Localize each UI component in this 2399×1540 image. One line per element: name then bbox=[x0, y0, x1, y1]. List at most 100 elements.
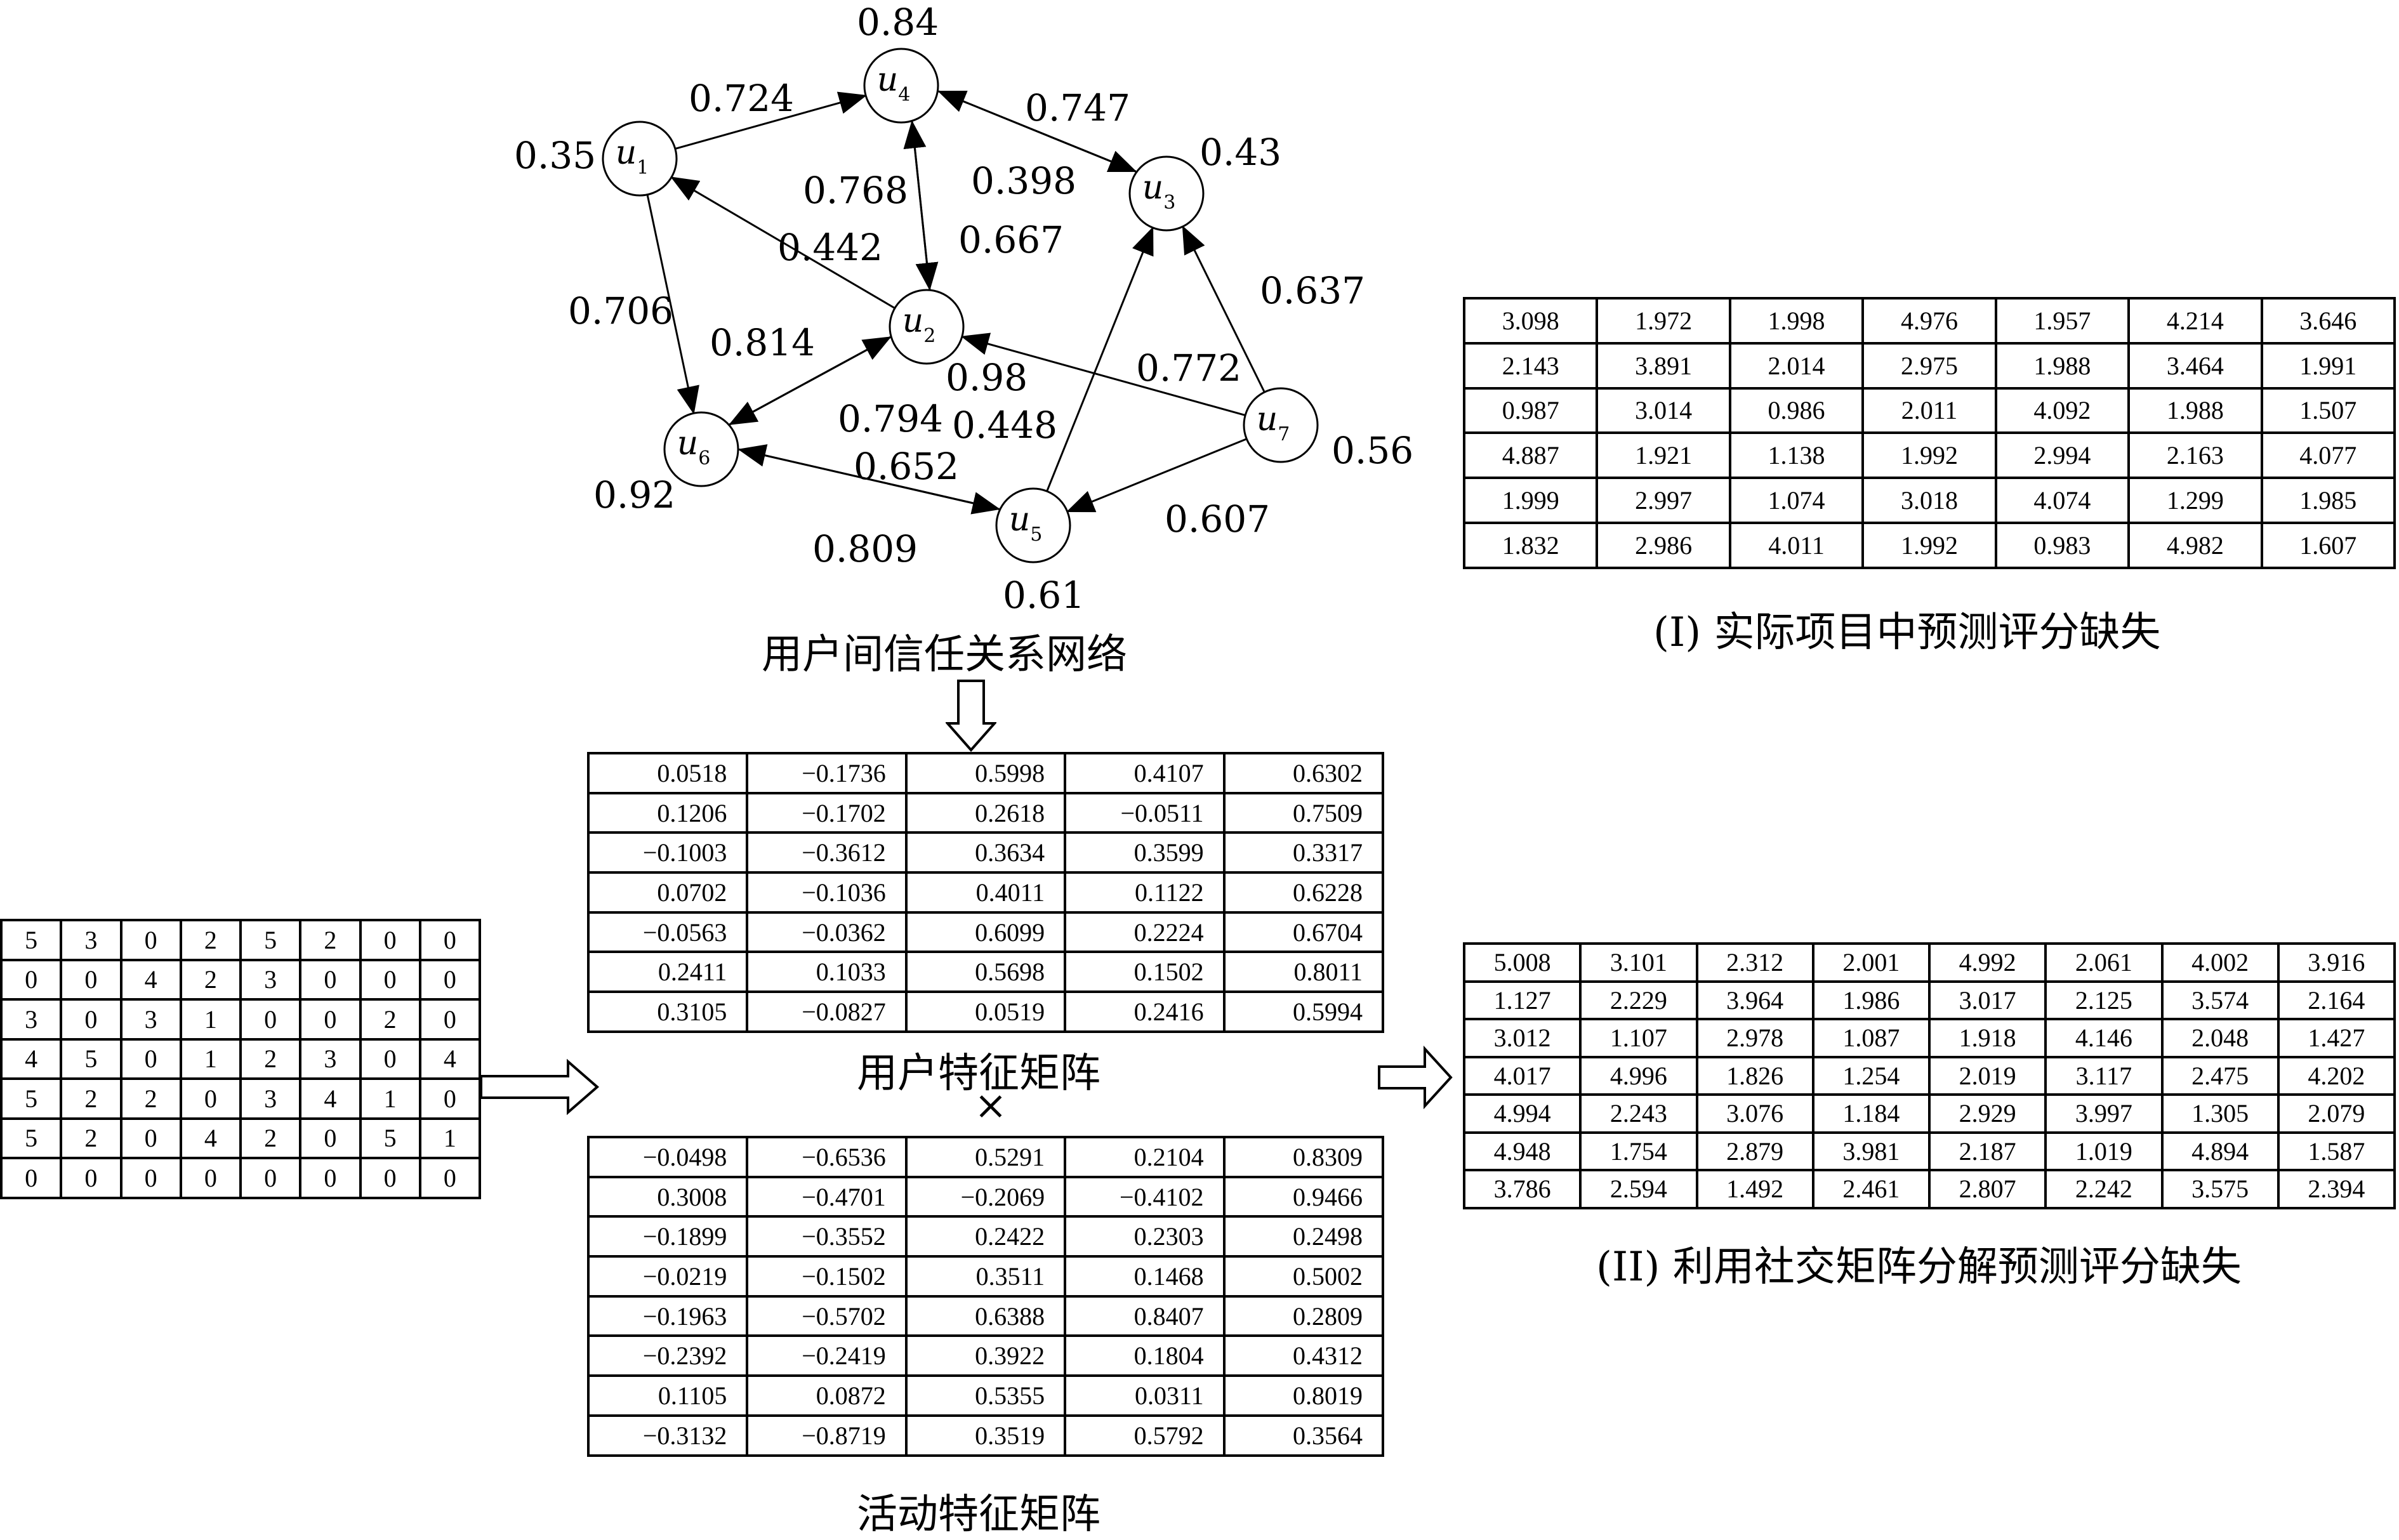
matrix-cell: 0.2303 bbox=[1064, 1215, 1226, 1258]
node-u1 bbox=[602, 121, 678, 197]
matrix-cell: 0 bbox=[179, 1077, 242, 1120]
edge-u2-u4 bbox=[903, 120, 931, 290]
matrix-cell: −0.1036 bbox=[746, 871, 908, 914]
matrix-cell: 0.8309 bbox=[1222, 1136, 1385, 1178]
matrix-cell: 5 bbox=[60, 1037, 122, 1080]
matrix-cell: 3 bbox=[0, 998, 63, 1041]
matrix-cell: −0.3132 bbox=[586, 1414, 749, 1457]
node-weight-label: 0.92 bbox=[593, 473, 675, 517]
matrix-cell: 0.983 bbox=[1994, 521, 2131, 569]
matrix-cell: 4.092 bbox=[1994, 386, 2131, 435]
matrix-cell: 2.019 bbox=[1927, 1055, 2047, 1096]
matrix-cell: −0.3612 bbox=[746, 831, 908, 874]
matrix-cell: −0.1702 bbox=[746, 791, 908, 834]
matrix-cell: −0.1736 bbox=[746, 752, 908, 794]
node-label: u2 bbox=[902, 302, 936, 347]
matrix-cell: 1 bbox=[179, 1037, 242, 1080]
node-weight-label: 0.56 bbox=[1332, 429, 1413, 472]
matrix-cell: 4 bbox=[0, 1037, 63, 1080]
matrix-cell: 5 bbox=[0, 919, 63, 961]
matrix-cell: 3 bbox=[239, 958, 302, 1001]
matrix-cell: 0.2618 bbox=[904, 791, 1067, 834]
matrix-cell: 2.061 bbox=[2044, 942, 2164, 983]
matrix-cell: 0.2498 bbox=[1222, 1215, 1385, 1258]
matrix-cell: 3.997 bbox=[2044, 1093, 2164, 1134]
matrix-cell: 1.972 bbox=[1596, 297, 1731, 345]
matrix-cell: 5 bbox=[0, 1117, 63, 1159]
matrix-cell: 0.6099 bbox=[904, 911, 1067, 954]
matrix-cell: 1.988 bbox=[2127, 386, 2263, 435]
matrix-cell: −0.2419 bbox=[746, 1334, 908, 1378]
matrix-cell: 1.918 bbox=[1927, 1018, 2047, 1058]
matrix-cell: 0 bbox=[418, 1077, 482, 1120]
matrix-cell: 2.807 bbox=[1927, 1169, 2047, 1209]
matrix-cell: 1.991 bbox=[2260, 341, 2396, 390]
edge-weight-label: 0.809 bbox=[812, 527, 918, 570]
matrix-cell: 2.975 bbox=[1861, 341, 1997, 390]
matrix-cell: 4 bbox=[119, 958, 182, 1001]
matrix-cell: 1.999 bbox=[1462, 477, 1599, 524]
matrix-cell: 0 bbox=[299, 958, 362, 1001]
matrix-cell: 2.929 bbox=[1927, 1093, 2047, 1134]
matrix-cell: −0.2069 bbox=[904, 1175, 1067, 1218]
matrix-cell: −0.0563 bbox=[586, 911, 749, 954]
matrix-cell: 3.017 bbox=[1927, 980, 2047, 1020]
matrix-cell: 1.986 bbox=[1811, 980, 1931, 1020]
matrix-cell: 1.427 bbox=[2277, 1018, 2396, 1058]
matrix-cell: 0 bbox=[239, 998, 302, 1041]
matrix-cell: 4.074 bbox=[1994, 477, 2131, 524]
matrix-cell: 2.997 bbox=[1596, 477, 1731, 524]
matrix-cell: 0.1105 bbox=[586, 1374, 749, 1417]
matrix-cell: 0.2422 bbox=[904, 1215, 1067, 1258]
matrix-cell: 4.982 bbox=[2127, 521, 2263, 569]
matrix-cell: −0.1502 bbox=[746, 1255, 908, 1298]
matrix-cell: 0 bbox=[60, 1157, 122, 1199]
matrix-cell: 0.986 bbox=[1728, 386, 1865, 435]
matrix-cell: 1.184 bbox=[1811, 1093, 1931, 1134]
matrix-cell: 0.6228 bbox=[1222, 871, 1385, 914]
matrix-cell: 0.5792 bbox=[1064, 1414, 1226, 1457]
matrix-cell: 0 bbox=[60, 958, 122, 1001]
matrix-cell: 2.461 bbox=[1811, 1169, 1931, 1209]
matrix-cell: 0.1468 bbox=[1064, 1255, 1226, 1298]
node-u5 bbox=[995, 487, 1071, 563]
matrix-cell: 0.3105 bbox=[586, 990, 749, 1033]
node-u6 bbox=[663, 411, 739, 487]
matrix-cell: 0 bbox=[359, 919, 421, 961]
edge-weight-label: 0.607 bbox=[1165, 497, 1270, 541]
matrix-cell: 1.074 bbox=[1728, 477, 1865, 524]
matrix-cell: 3.464 bbox=[2127, 341, 2263, 390]
matrix-cell: 1.754 bbox=[1579, 1131, 1698, 1171]
matrix-cell: −0.5702 bbox=[746, 1294, 908, 1338]
matrix-cell: 0.3519 bbox=[904, 1414, 1067, 1457]
edge-weight-label: 0.706 bbox=[568, 289, 673, 332]
matrix-cell: 2.312 bbox=[1695, 942, 1814, 983]
matrix-cell: 0 bbox=[418, 1157, 482, 1199]
matrix-cell: 4.887 bbox=[1462, 431, 1599, 480]
matrix-cell: 2.187 bbox=[1927, 1131, 2047, 1171]
matrix-cell: 0 bbox=[418, 958, 482, 1001]
matrix-cell: 0.8011 bbox=[1222, 951, 1385, 994]
matrix-cell: 2.986 bbox=[1596, 521, 1731, 569]
node-weight-label: 0.61 bbox=[1003, 574, 1085, 617]
matrix-cell: 4.894 bbox=[2160, 1131, 2280, 1171]
matrix-cell: 2.125 bbox=[2044, 980, 2164, 1020]
matrix-cell: 0 bbox=[239, 1157, 302, 1199]
matrix-cell: 0 bbox=[418, 998, 482, 1041]
node-weight-label: 0.35 bbox=[514, 134, 596, 177]
